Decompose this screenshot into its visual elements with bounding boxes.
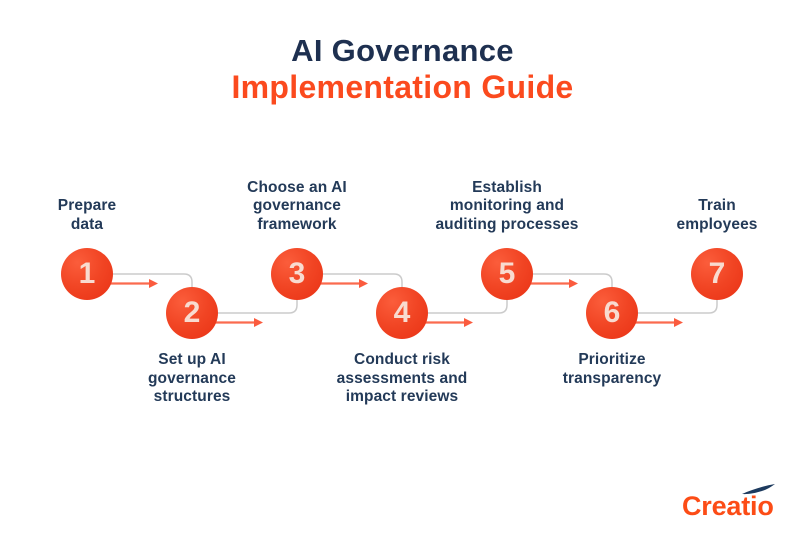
- connector-line-5-6: [507, 273, 613, 313]
- flow-arrows: [105, 279, 683, 327]
- connector-line-2-3: [192, 274, 298, 314]
- step-label-1: Prepare data: [57, 197, 117, 233]
- step-label-3: Choose an AI governance framework: [247, 178, 347, 233]
- connector-line-3-4: [297, 273, 403, 313]
- step-number-1: 1: [78, 257, 96, 290]
- step-label-2: Set up AI governance structures: [147, 351, 236, 405]
- connector-lines: [87, 273, 718, 314]
- step-circle-5: 5: [481, 248, 533, 300]
- connector-line-4-5: [402, 274, 508, 314]
- connector-line-1-2: [87, 273, 193, 313]
- step-circle-7: 7: [691, 248, 743, 300]
- page-title: AI Governance Implementation Guide: [0, 32, 805, 106]
- step-label-5: Establish monitoring and auditing proces…: [435, 178, 579, 233]
- step-number-4: 4: [393, 296, 411, 329]
- step-number-3: 3: [288, 257, 306, 290]
- step-circle-6: 6: [586, 287, 638, 339]
- step-label-4: Conduct risk assessments and impact revi…: [336, 351, 468, 405]
- creatio-swoosh-icon: [742, 484, 775, 495]
- creatio-logo-text: Creatio: [682, 491, 774, 521]
- step-circle-4: 4: [376, 287, 428, 339]
- title-line-1: AI Governance: [291, 33, 514, 68]
- step-circle-3: 3: [271, 248, 323, 300]
- step-circle-1: 1: [61, 248, 113, 300]
- step-label-6: Prioritize transparency: [562, 351, 662, 387]
- step-number-5: 5: [498, 257, 516, 290]
- step-number-2: 2: [183, 296, 201, 329]
- step-number-7: 7: [708, 257, 726, 290]
- title-line-2: Implementation Guide: [231, 69, 574, 105]
- step-number-6: 6: [603, 296, 621, 329]
- step-label-7: Train employees: [676, 197, 758, 233]
- step-circle-2: 2: [166, 287, 218, 339]
- creatio-logo: Creatio: [682, 484, 778, 524]
- connector-line-6-7: [612, 274, 718, 314]
